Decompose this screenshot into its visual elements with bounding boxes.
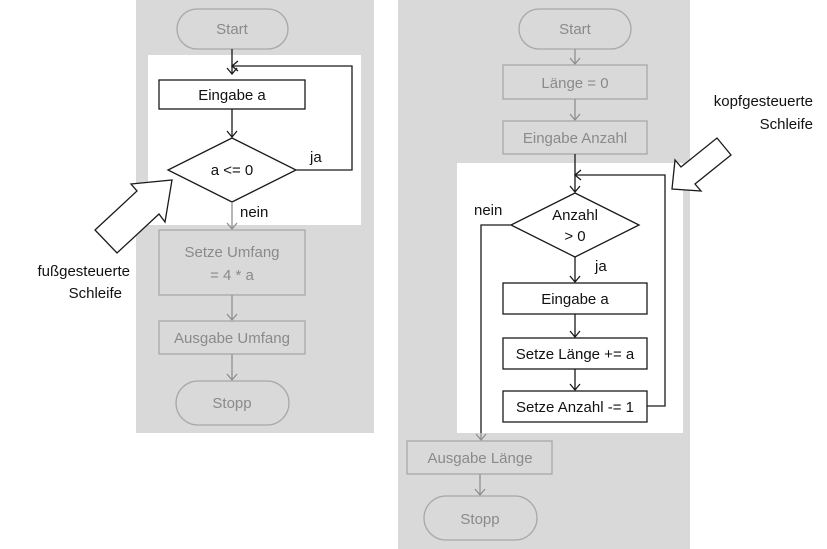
right-length-init-label: Länge = 0 (541, 75, 608, 92)
left-arrowhead-perimeter (226, 222, 238, 231)
left-arrowhead-condition (226, 130, 238, 139)
left-arrowhead-output (226, 313, 238, 322)
right-condition-label-line1: Anzahl (552, 207, 598, 224)
left-set-perimeter-label-line2: = 4 * a (210, 267, 254, 284)
left-output-label: Ausgabe Umfang (174, 330, 290, 347)
right-start-label: Start (559, 21, 592, 38)
right-arrowhead-loop-back (573, 169, 582, 181)
right-input-a-box (502, 282, 648, 315)
left-no-label: nein (240, 204, 268, 221)
right-no-label: nein (474, 202, 502, 219)
left-set-perimeter-box (158, 229, 306, 296)
right-arrowhead-setlength (569, 330, 581, 339)
left-set-perimeter-label-line1: Setze Umfang (184, 244, 279, 261)
left-annotation-line1: fußgesteuerte (37, 263, 130, 280)
left-stop-terminal (175, 380, 290, 426)
left-input-a-box (158, 79, 306, 110)
right-input-count-box (502, 120, 648, 155)
left-yes-loop-connector (232, 65, 353, 171)
right-arrowhead-stop (474, 488, 486, 497)
right-length-init-box (502, 64, 648, 100)
right-stop-terminal (423, 495, 538, 541)
left-arrowhead-loop-back (230, 60, 239, 72)
right-annotation-arrow (671, 137, 732, 192)
right-input-count-label: Eingabe Anzahl (523, 130, 627, 147)
right-condition-label-line2: > 0 (564, 228, 585, 245)
left-stop-label: Stopp (212, 395, 251, 412)
left-input-a-label: Eingabe a (198, 87, 266, 104)
right-set-length-label: Setze Länge += a (516, 346, 635, 363)
right-set-length-box (502, 337, 648, 370)
right-no-connector-upper (480, 224, 511, 433)
left-arrowhead-input-loopentry (226, 67, 238, 76)
right-loop-back-connector (575, 174, 666, 407)
left-start-label: Start (216, 21, 249, 38)
right-arrowhead-output (475, 433, 487, 442)
left-annotation-line2: Schleife (69, 285, 122, 302)
right-stop-label: Stopp (460, 511, 499, 528)
right-annotation-line1: kopfgesteuerte (714, 93, 813, 110)
right-arrowhead-input-a (569, 275, 581, 284)
right-arrowhead-length (569, 57, 581, 66)
right-set-count-label: Setze Anzahl -= 1 (516, 399, 634, 416)
left-annotation-arrow (94, 179, 173, 254)
right-output-label: Ausgabe Länge (427, 450, 532, 467)
right-set-count-box (502, 390, 648, 423)
right-arrowhead-condition (569, 185, 581, 194)
left-condition-label: a <= 0 (211, 162, 254, 179)
right-arrowhead-count (569, 113, 581, 122)
left-arrowhead-stop (226, 373, 238, 382)
right-arrowhead-setcount (569, 383, 581, 392)
right-yes-label: ja (594, 258, 607, 275)
right-input-a-label: Eingabe a (541, 291, 609, 308)
right-annotation-line2: Schleife (760, 116, 813, 133)
left-yes-label: ja (309, 149, 322, 166)
